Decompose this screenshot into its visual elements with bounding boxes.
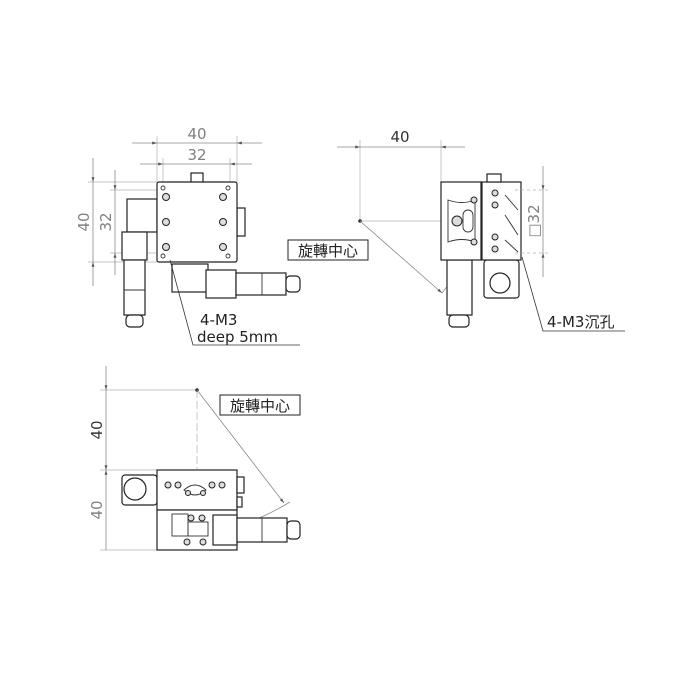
side-callout: 4-M3沉孔 (547, 313, 614, 331)
front-micrometer-sleeve (212, 514, 238, 546)
left-bracket (126, 198, 158, 233)
front-rotation-center-label: 旋轉中心 (230, 397, 290, 415)
front-height-dim-label: 40 (88, 500, 106, 519)
square-dim-label: □32 (525, 204, 543, 237)
micrometer-sleeve-h (205, 269, 237, 299)
side-screw (451, 215, 463, 227)
front-hole (208, 481, 216, 489)
front-hole (218, 481, 226, 489)
side-hole (470, 238, 478, 246)
callout-leader (169, 259, 300, 346)
front-side-knob-2 (236, 496, 243, 508)
side-top-knob (486, 173, 502, 183)
right-knob (236, 207, 246, 237)
micrometer-barrel (123, 259, 146, 316)
side-hole (491, 201, 499, 209)
mounting-holes (160, 185, 231, 259)
front-micrometer-thimble (286, 520, 301, 540)
front-knob (123, 477, 147, 501)
front-hole (183, 538, 191, 546)
side-body-upper (481, 181, 522, 261)
rotation-center-label-box (287, 239, 369, 261)
front-hole (199, 538, 207, 546)
dim-width-inner-label: 32 (187, 146, 206, 164)
top-view: 40 32 40 32 4-M3 deep 5mm (75, 125, 301, 346)
front-hole (174, 481, 182, 489)
front-offset-dim-label: 40 (88, 420, 106, 439)
dim-height-outer-label: 40 (75, 212, 93, 231)
front-hole (164, 481, 172, 489)
micrometer-thimble (125, 314, 144, 328)
callout-depth: deep 5mm (197, 328, 278, 346)
front-side-knob (236, 476, 245, 494)
front-hole (187, 514, 195, 522)
side-hole (491, 245, 499, 253)
side-micrometer (446, 259, 473, 316)
front-body-upper (156, 469, 238, 511)
front-hole (185, 490, 191, 496)
side-slot (462, 209, 474, 233)
micrometer-sleeve (121, 231, 148, 261)
side-hole (491, 189, 499, 197)
stage-body-top (156, 181, 238, 263)
dim-height-inner-label: 32 (97, 212, 115, 231)
front-hole (200, 490, 206, 496)
micrometer-barrel-h (235, 272, 287, 296)
front-view: 40 40 旋轉中心 (88, 366, 301, 551)
side-hole (491, 233, 499, 241)
side-knob (489, 272, 511, 294)
callout-thread: 4-M3 (200, 311, 237, 329)
side-view: 40 旋轉中心 □32 4-M3沉孔 (287, 128, 625, 332)
front-rotation-center-label-box (219, 394, 301, 416)
micrometer-thimble-h (285, 275, 301, 293)
side-offset-dim-label: 40 (390, 128, 409, 146)
side-callout-leader (521, 256, 625, 332)
dim-width-outer-label: 40 (187, 125, 206, 143)
side-hole (470, 196, 478, 204)
front-hole (198, 514, 206, 522)
front-rotation-center-leader (196, 389, 285, 504)
side-micrometer-thimble (448, 314, 470, 328)
rotation-center-leader (359, 220, 443, 294)
rotation-center-label: 旋轉中心 (298, 242, 358, 260)
